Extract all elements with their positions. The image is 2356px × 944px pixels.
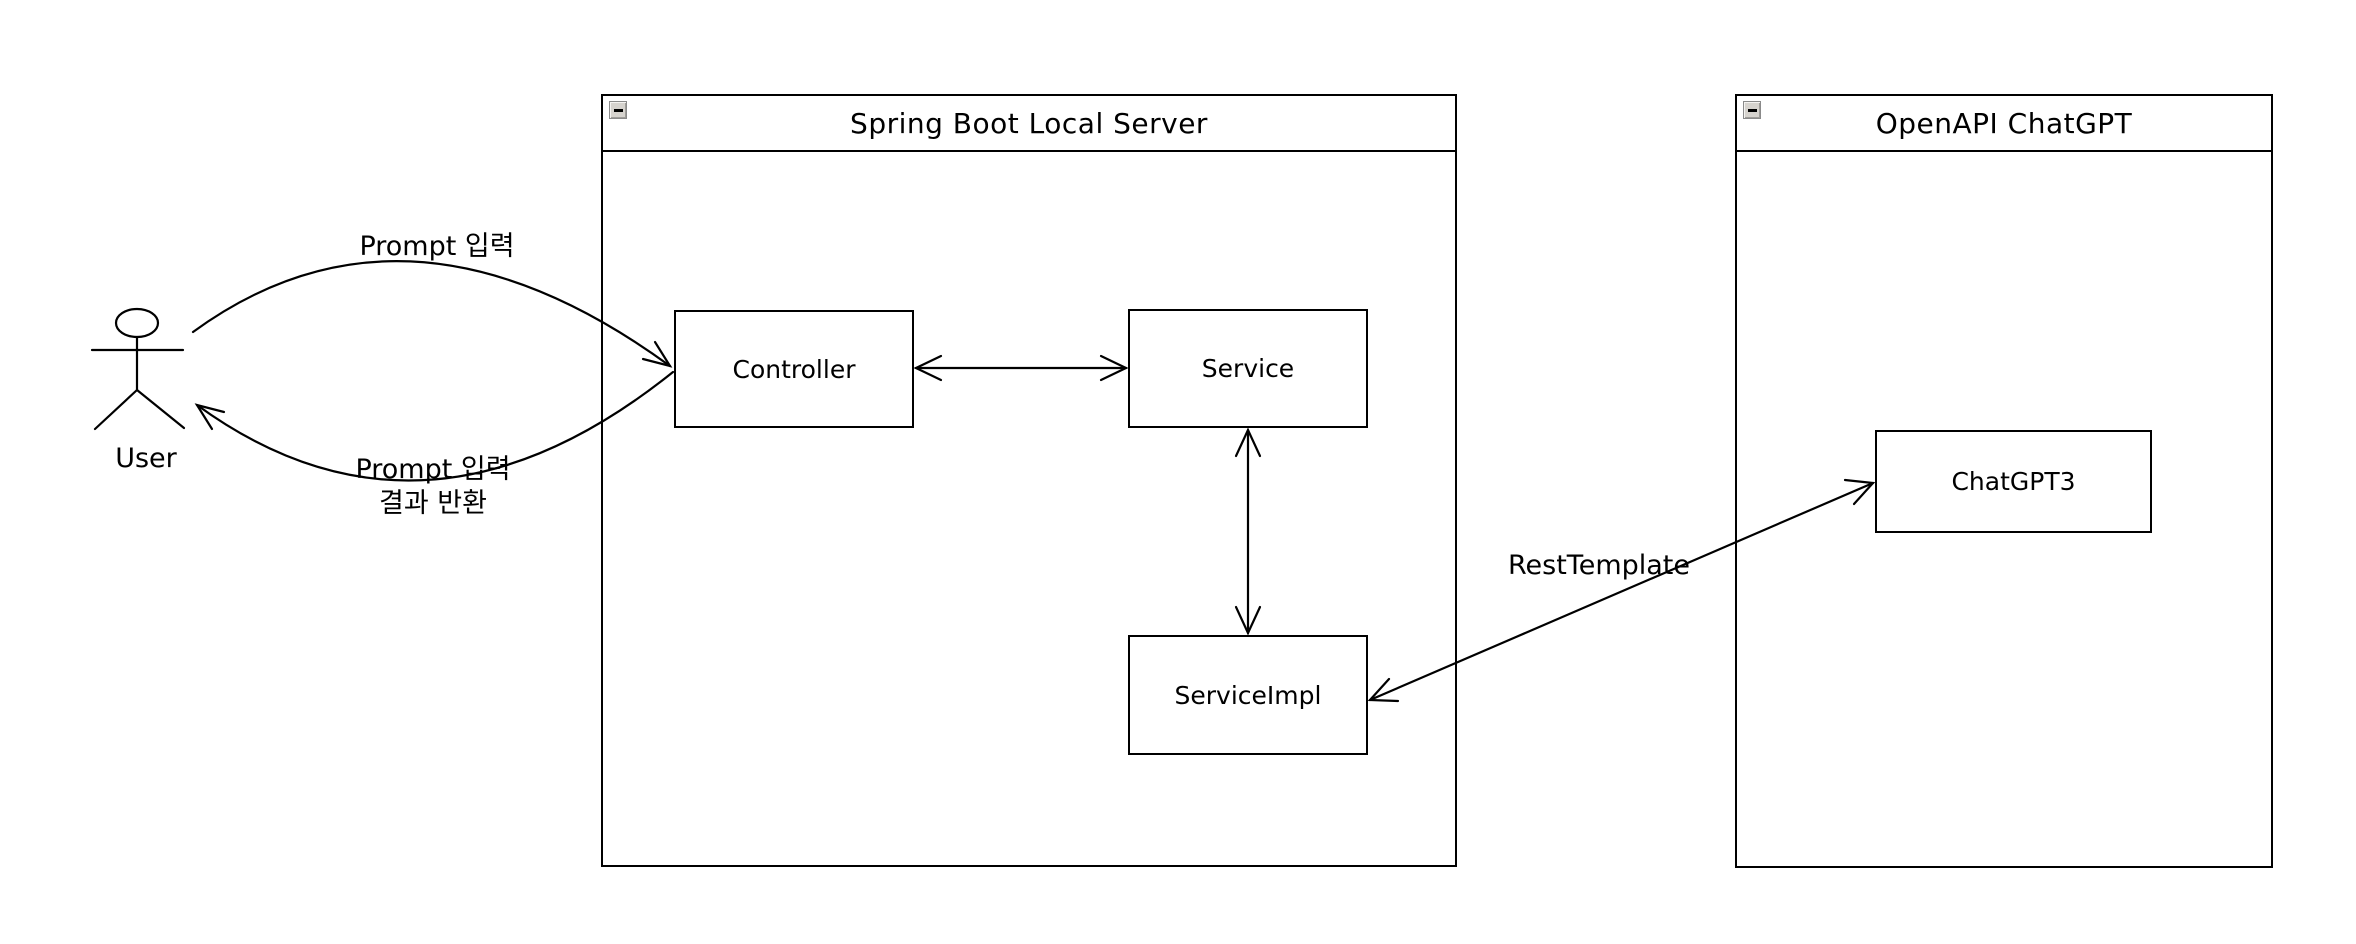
edge-label-rest-template: RestTemplate [1507,550,1691,581]
minimize-icon [613,108,623,112]
node-controller[interactable]: Controller [674,310,914,428]
edge-controller-service [913,354,1129,382]
actor-left-leg [93,388,139,431]
arrowhead-icon [1099,354,1129,382]
arrowhead-icon [1367,677,1400,703]
node-service[interactable]: Service [1128,309,1368,428]
actor-head [114,307,160,339]
arrowhead-icon [1234,605,1262,636]
edge-label-line: Prompt 입력 [355,454,511,485]
user-actor-figure[interactable] [90,307,186,431]
node-label: ChatGPT3 [1951,467,2076,496]
collapse-button[interactable] [609,101,627,119]
edge-label-prompt-input: Prompt 입력 [359,231,515,262]
collapse-button[interactable] [1743,101,1761,119]
arrowhead-icon [1843,478,1876,506]
arrowhead-icon [913,354,943,382]
frame-openapi-header: OpenAPI ChatGPT [1737,96,2271,152]
user-actor-label: User [115,443,177,474]
arrowhead-icon [641,340,673,368]
arrowhead-icon [194,403,226,431]
frame-spring-header: Spring Boot Local Server [603,96,1455,152]
node-label: Controller [732,354,856,384]
node-label: ServiceImpl [1174,680,1322,710]
frame-spring-boot-local-server: Spring Boot Local Server [601,94,1457,867]
node-serviceimpl[interactable]: ServiceImpl [1128,635,1368,755]
edge-controller-to-user [194,370,675,482]
node-chatgpt3[interactable]: ChatGPT3 [1875,430,2152,533]
frame-openapi-chatgpt: OpenAPI ChatGPT [1735,94,2273,868]
edge-user-to-controller [191,260,673,368]
frame-title: Spring Boot Local Server [850,106,1208,140]
edge-service-serviceimpl [1234,427,1262,636]
node-label: Service [1201,354,1295,383]
frame-title: OpenAPI ChatGPT [1875,106,2133,140]
edge-label-prompt-return: Prompt 입력 결과 반환 [355,453,510,521]
arrowhead-icon [1234,427,1262,458]
minimize-icon [1747,108,1757,112]
edge-label-line: 결과 반환 [379,488,487,519]
actor-right-leg [135,388,186,430]
edge-serviceimpl-chatgpt3 [1367,478,1876,703]
